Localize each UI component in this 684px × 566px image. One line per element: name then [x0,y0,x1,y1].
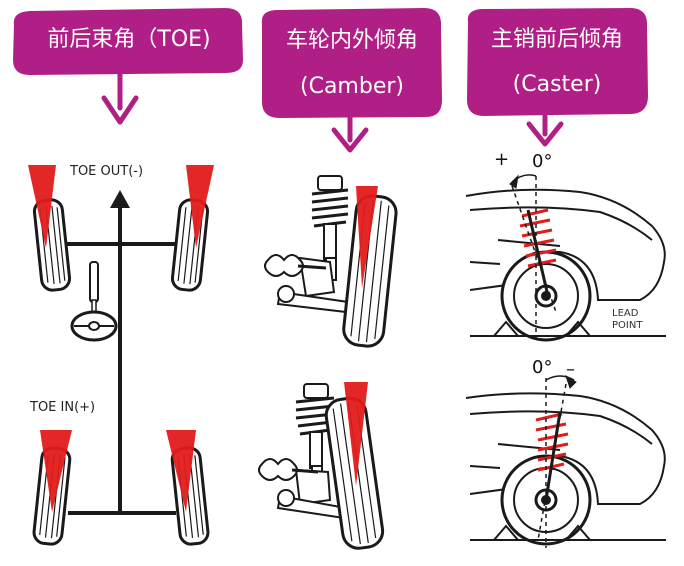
camber-title: 车轮内外倾角 [285,28,418,53]
toe-title: 前后束角（TOE) [47,27,211,52]
camber-bottom-assembly [258,383,385,550]
caster-top-plus: + [494,149,510,170]
caster-bottom-minus: – [566,359,575,380]
tire-icon [342,194,398,348]
car-front-icon [465,188,666,342]
camber-subtitle: (Camber) [300,74,404,99]
car-front-icon [465,392,666,546]
toe-in-label: TOE IN(+) [30,400,96,415]
lead-point-label-line2: POINT [612,320,643,331]
caster-top-zero: 0° [532,151,553,172]
camber-top-marker [356,186,378,288]
caster-title: 主销前后倾角 [490,27,623,52]
tire-icon [324,396,385,550]
caster-bottom-reference [537,374,577,548]
toe-out-marker-left [28,165,56,248]
camber-bottom-marker [344,382,368,486]
toe-out-label: TOE OUT(-) [70,164,144,179]
caster-top-reference [509,174,557,340]
lead-point-label-line1: LEAD [612,308,639,319]
steering-wheel-icon [70,261,118,342]
banner-toe [13,8,243,75]
banner-camber [261,8,442,118]
toe-out-marker-right [186,165,214,248]
caster-subtitle: (Caster) [512,72,602,97]
caster-bottom-zero: 0° [532,357,553,378]
arrow-down-icon [526,113,564,147]
toe-in-marker-left [40,430,72,512]
arrow-down-icon [101,71,139,125]
banner-caster [467,8,648,116]
toe-axle-frame [62,190,180,515]
arrow-up-icon [110,190,130,208]
arrow-down-icon [331,115,369,153]
camber-top-assembly [264,175,398,348]
toe-in-marker-right [166,430,196,512]
